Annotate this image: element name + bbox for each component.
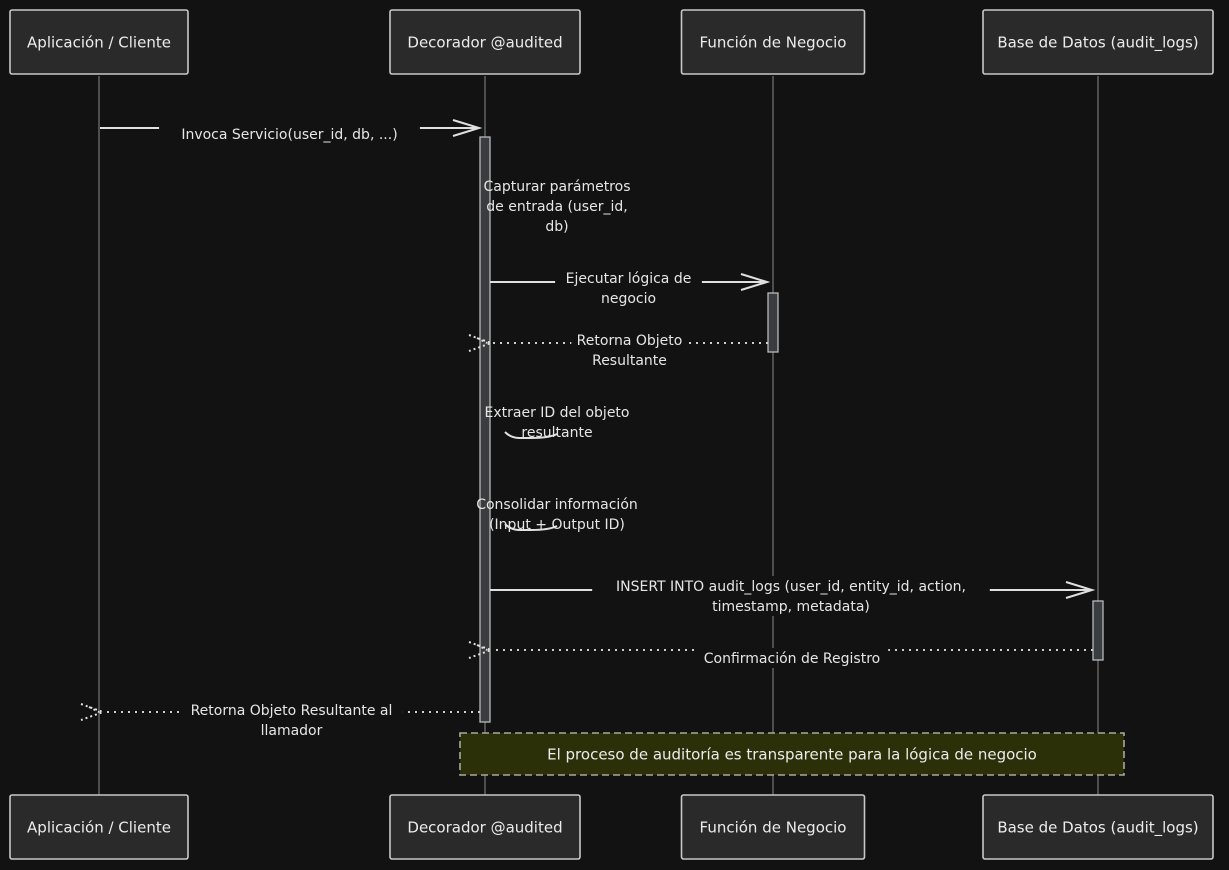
message-label-line: resultante [521,425,592,441]
message-label-bg [695,648,889,668]
arrow-head [452,119,483,137]
note: El proceso de auditoría es transparente … [459,732,1125,776]
actor-box [680,9,866,75]
arrow-head [468,641,494,659]
message-label-line: Consolidar información [476,497,638,513]
message-label-line: timestamp, metadata) [712,599,870,615]
message-label-line: Ejecutar lógica de [566,271,692,287]
activation-bar-bd [1092,600,1104,661]
arrow-head [1065,581,1096,599]
message-label-bg [180,700,403,740]
message-consolidate: Consolidar información (Input + Output ID… [476,497,638,533]
actor-bd-top: Base de Datos (audit_logs) [982,9,1214,75]
message-confirm: Confirmación de Registro [468,641,1093,668]
message-label-line: Confirmación de Registro [704,651,880,667]
actor-label: Aplicación / Cliente [27,819,171,837]
message-capture: Capturar parámetros de entrada (user_id,d… [484,179,631,235]
note-text: El proceso de auditoría es transparente … [547,746,1037,764]
message-invoke: Invoca Servicio(user_id, db, ...) [100,119,483,144]
actor-funcion-bottom: Función de Negocio [680,794,866,860]
message-return-caller: Retorna Objeto Resultante al llamador [80,700,480,740]
message-label-bg [555,268,702,308]
message-label-line: (Input + Output ID) [489,517,625,533]
self-message-hook [504,431,558,439]
message-label-line: Resultante [592,353,667,369]
self-message-hook [504,523,558,531]
actor-box [982,794,1214,860]
actor-box [389,794,581,860]
note-box [459,732,1125,776]
actor-label: Base de Datos (audit_logs) [997,34,1198,53]
actor-decorador-bottom: Decorador @audited [389,794,581,860]
actor-box [389,9,581,75]
message-label-line: Capturar parámetros [484,179,631,195]
message-insert: INSERT INTO audit_logs (user_id, entity_… [490,576,1096,616]
activation-bar-decorador [479,136,491,723]
message-extract-id: Extraer ID del objeto resultante [485,405,630,441]
activation-bar-funcion [767,292,779,353]
actor-cliente-bottom: Aplicación / Cliente [9,794,189,860]
message-label-line: db) [545,219,568,235]
message-label-bg [159,124,420,144]
arrow-head [80,703,106,721]
message-execute: Ejecutar lógica de negocio [490,268,771,308]
actor-cliente-top: Aplicación / Cliente [9,9,189,75]
actor-decorador-top: Decorador @audited [389,9,581,75]
message-label-line: INSERT INTO audit_logs (user_id, entity_… [616,579,966,595]
actor-box [9,9,189,75]
actor-label: Aplicación / Cliente [27,34,171,52]
message-label-line: Invoca Servicio(user_id, db, ...) [181,127,397,143]
actor-bd-bottom: Base de Datos (audit_logs) [982,794,1214,860]
actor-label: Decorador @audited [407,34,562,52]
arrow-head [468,334,494,352]
message-label-bg [592,576,990,616]
actor-box [680,794,866,860]
message-label-line: Retorna Objeto [577,333,683,349]
message-label-line: Retorna Objeto Resultante al [191,703,393,719]
message-label-bg [571,330,688,370]
actor-funcion-top: Función de Negocio [680,9,866,75]
actor-label: Función de Negocio [700,34,847,52]
message-label-line: llamador [261,723,323,739]
actor-label: Base de Datos (audit_logs) [997,819,1198,838]
arrow-head [740,273,771,291]
actor-label: Función de Negocio [700,819,847,837]
message-label-line: Extraer ID del objeto [485,405,630,421]
message-label-line: de entrada (user_id, [486,199,627,215]
message-label-line: negocio [601,291,656,307]
actor-label: Decorador @audited [407,819,562,837]
actor-box [982,9,1214,75]
actor-box [9,794,189,860]
